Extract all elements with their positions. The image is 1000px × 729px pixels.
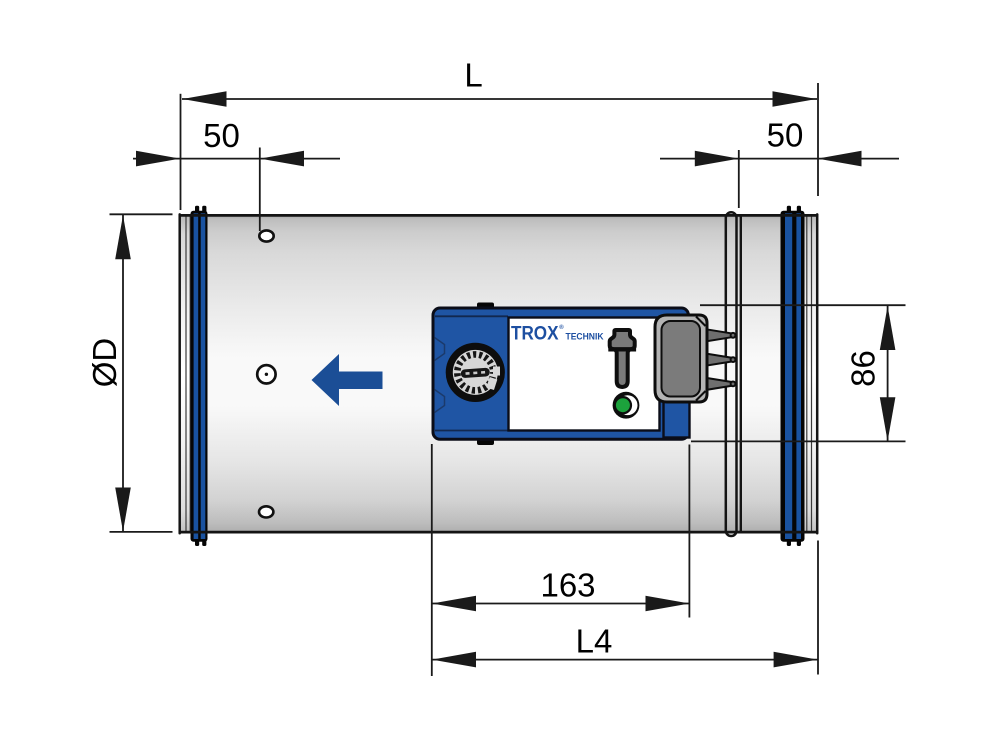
svg-text:®: ® xyxy=(559,324,564,331)
svg-text:50: 50 xyxy=(767,117,804,154)
svg-text:TROX: TROX xyxy=(511,324,559,345)
svg-text:L: L xyxy=(464,57,482,94)
svg-text:ØD: ØD xyxy=(86,338,123,388)
svg-text:L4: L4 xyxy=(576,623,613,660)
svg-text:TECHNIK: TECHNIK xyxy=(566,332,604,342)
svg-text:86: 86 xyxy=(845,350,882,387)
svg-text:163: 163 xyxy=(540,567,595,604)
svg-text:50: 50 xyxy=(203,117,240,154)
